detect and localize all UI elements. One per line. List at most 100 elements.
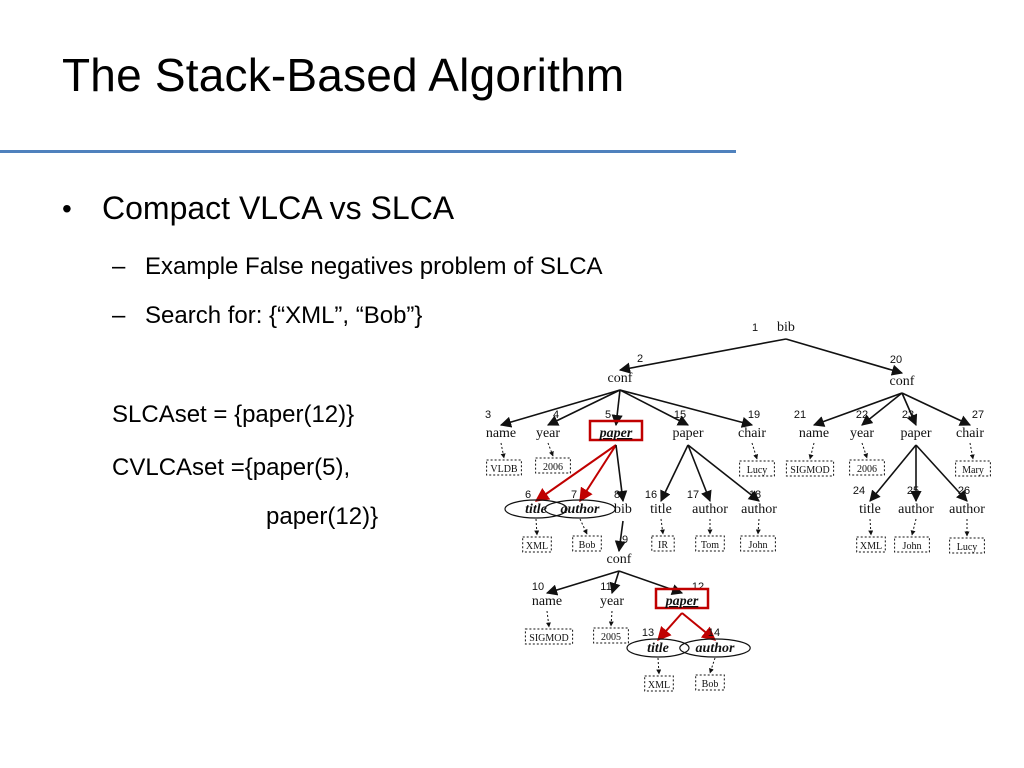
node-label: paper xyxy=(672,426,703,441)
tree-edge-20-23 xyxy=(901,392,918,427)
tree-edge-9-10 xyxy=(545,570,620,596)
value-text: XML xyxy=(648,680,670,691)
sub-bullet-1-text: Example False negatives problem of SLCA xyxy=(145,253,603,280)
node-label: year xyxy=(536,426,560,441)
node-number: 23 xyxy=(902,409,914,421)
node-label: title xyxy=(859,502,881,517)
sub-bullet-2: – Search for: {“XML”, “Bob”} xyxy=(112,302,422,330)
node-ellipse-outline xyxy=(679,638,751,658)
value-box xyxy=(651,535,675,552)
value-dashed-edge xyxy=(547,442,554,457)
tree-edge-15-17 xyxy=(687,444,712,503)
tree-edge-5-8 xyxy=(615,444,628,503)
value-dashed-edge xyxy=(755,518,761,535)
sub-bullet-2-text: Search for: {“XML”, “Bob”} xyxy=(145,302,423,329)
value-dashed-edge xyxy=(751,442,759,460)
value-box xyxy=(535,457,571,474)
value-dashed-edge xyxy=(868,518,874,536)
node-number: 14 xyxy=(708,627,720,639)
node-number: 19 xyxy=(748,409,760,421)
value-box xyxy=(522,536,552,553)
value-dashed-edge xyxy=(534,518,540,536)
node-number: 6 xyxy=(525,489,531,501)
value-text: VLDB xyxy=(490,464,518,475)
node-number: 3 xyxy=(485,409,491,421)
value-box xyxy=(849,459,885,476)
value-box xyxy=(695,535,725,552)
value-box xyxy=(856,536,886,553)
slide-title: The Stack-Based Algorithm xyxy=(62,49,625,101)
tree-edge-8-9 xyxy=(614,520,626,553)
node-label: bib xyxy=(614,502,632,517)
value-text: SIGMOD xyxy=(790,465,829,476)
node-label: author xyxy=(692,502,728,517)
node-label: author xyxy=(741,502,777,517)
tree-edge-20-21 xyxy=(812,392,903,427)
value-text: 2005 xyxy=(601,632,621,643)
tree-edge-2-15 xyxy=(619,389,689,426)
value-box xyxy=(524,628,574,645)
node-number: 27 xyxy=(972,409,984,421)
value-text: Bob xyxy=(579,540,596,551)
value-box xyxy=(740,535,776,552)
node-label: author xyxy=(696,641,735,656)
value-dashed-edge xyxy=(659,518,665,535)
value-dashed-edge xyxy=(579,518,588,535)
node-number: 1 xyxy=(752,322,758,334)
tree-edge-1-2 xyxy=(618,338,787,374)
tree-edge-23-26 xyxy=(915,444,968,502)
node-number: 9 xyxy=(622,534,628,546)
value-text: 2006 xyxy=(543,462,563,473)
value-text: IR xyxy=(658,540,668,551)
tree-node-23: 23 paper xyxy=(900,409,931,441)
node-label: name xyxy=(486,426,516,441)
node-label: conf xyxy=(890,374,915,389)
tree-edge-20-22 xyxy=(861,392,903,426)
node-label: author xyxy=(898,502,934,517)
node-highlight-box xyxy=(654,587,710,610)
node-highlight-box xyxy=(588,419,644,442)
tree-edge-15-18 xyxy=(687,444,760,502)
tree-edge-5-6 xyxy=(534,444,617,502)
value-text: Mary xyxy=(962,465,984,476)
node-label: paper xyxy=(900,426,931,441)
bullet-main: • Compact VLCA vs SLCA xyxy=(62,190,454,227)
cvlca-set-text-line2: paper(12)} xyxy=(266,503,379,530)
node-number: 26 xyxy=(958,485,970,497)
value-dashed-edge xyxy=(608,610,614,627)
node-number: 22 xyxy=(856,409,868,421)
value-box xyxy=(949,537,985,554)
value-box xyxy=(695,674,725,691)
value-text: Bob xyxy=(702,679,719,690)
value-dashed-edge xyxy=(545,610,551,628)
node-label: paper xyxy=(665,594,699,609)
value-box xyxy=(644,675,674,692)
node-label: paper xyxy=(599,426,633,441)
title-divider xyxy=(0,150,736,153)
tree-edge-20-27 xyxy=(901,392,972,426)
value-dashed-edge xyxy=(656,657,662,675)
node-ellipse-outline xyxy=(626,638,690,658)
value-dashed-edge xyxy=(709,657,716,674)
tree-edge-2-19 xyxy=(619,389,754,428)
node-label: author xyxy=(561,502,600,517)
bullet-dot-icon: • xyxy=(62,192,72,224)
node-label: year xyxy=(600,594,624,609)
tree-edge-2-3 xyxy=(499,389,621,428)
